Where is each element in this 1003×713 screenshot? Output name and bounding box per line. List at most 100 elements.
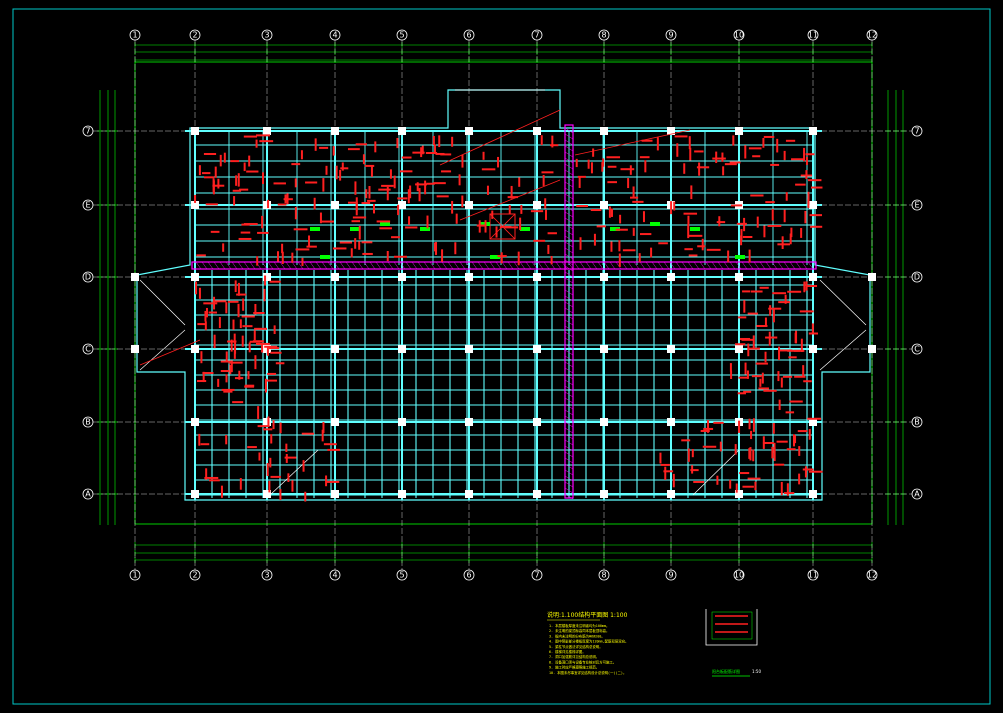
axis-bubble bbox=[911, 125, 923, 137]
column bbox=[465, 201, 473, 209]
axis-bubble bbox=[82, 488, 94, 500]
hatch bbox=[699, 261, 706, 270]
hatch bbox=[387, 261, 394, 270]
column bbox=[600, 418, 608, 426]
axis-bubble bbox=[396, 569, 408, 581]
hatch bbox=[399, 261, 406, 270]
notes-line: 4. 图中阴影部分楼板厚度为120mm,配筋双层双向。 bbox=[549, 639, 628, 644]
axis-bubble-label: 7 bbox=[534, 571, 539, 580]
hatch bbox=[564, 253, 574, 260]
detail-section: 阳台板配筋详图 1:50 bbox=[705, 609, 761, 677]
hatch bbox=[564, 157, 574, 164]
hatch bbox=[597, 261, 604, 270]
hatch bbox=[717, 261, 724, 270]
axis-bubble bbox=[261, 29, 273, 41]
axis-bubble bbox=[463, 29, 475, 41]
hatch bbox=[564, 259, 574, 266]
column bbox=[331, 418, 339, 426]
hatch bbox=[537, 261, 544, 270]
column bbox=[735, 127, 743, 135]
hatch bbox=[564, 373, 574, 380]
column bbox=[331, 345, 339, 353]
hatch bbox=[564, 403, 574, 410]
axis-bubble-label: 8 bbox=[601, 571, 606, 580]
hatch bbox=[564, 427, 574, 434]
hatch bbox=[273, 261, 280, 270]
slab-tag bbox=[350, 227, 360, 231]
hatch bbox=[564, 331, 574, 338]
column bbox=[600, 490, 608, 498]
hatch bbox=[201, 261, 208, 270]
hatch bbox=[564, 169, 574, 176]
hatch bbox=[213, 261, 220, 270]
rebar-leader bbox=[574, 129, 691, 156]
axis-bubble bbox=[82, 343, 94, 355]
hatch bbox=[564, 181, 574, 188]
axis-bubble-label: A bbox=[914, 490, 920, 499]
hatch bbox=[477, 261, 484, 270]
axis-bubble-label: 9 bbox=[668, 31, 673, 40]
hatch bbox=[789, 261, 796, 270]
hatch bbox=[249, 261, 256, 270]
column bbox=[191, 127, 199, 135]
hatch bbox=[564, 481, 574, 488]
column bbox=[667, 490, 675, 498]
hatch bbox=[381, 261, 388, 270]
hatch bbox=[564, 319, 574, 326]
axis-bubble-label: 3 bbox=[264, 571, 269, 580]
column bbox=[809, 127, 817, 135]
hatch bbox=[309, 261, 316, 270]
notes-line: 1. 本层楼板厚度未注明者均为100mm。 bbox=[549, 623, 609, 628]
hatch bbox=[711, 261, 718, 270]
hatch bbox=[564, 277, 574, 284]
notes-line: 2. 未注明的梁顶标高同本层板顶标高。 bbox=[549, 628, 609, 633]
hatch bbox=[564, 349, 574, 356]
slab-tag bbox=[520, 227, 530, 231]
axis-bubble-label: 2 bbox=[192, 31, 197, 40]
hatch bbox=[231, 261, 238, 270]
axis-bubble-label: 9 bbox=[668, 571, 673, 580]
column bbox=[667, 127, 675, 135]
hatch bbox=[465, 261, 472, 270]
column bbox=[667, 273, 675, 281]
axis-bubble-label: 11 bbox=[808, 31, 818, 40]
column bbox=[465, 490, 473, 498]
hatch bbox=[669, 261, 676, 270]
hatch bbox=[483, 261, 490, 270]
hatch bbox=[351, 261, 358, 270]
axis-bubble-label: 8 bbox=[601, 31, 606, 40]
axis-bubble bbox=[598, 29, 610, 41]
hatch bbox=[591, 261, 598, 270]
column bbox=[398, 345, 406, 353]
axis-bubble bbox=[129, 569, 141, 581]
column bbox=[533, 418, 541, 426]
hatch bbox=[315, 261, 322, 270]
slab-tag bbox=[735, 255, 745, 259]
hatch bbox=[291, 261, 298, 270]
hatch bbox=[564, 235, 574, 242]
hatch bbox=[357, 261, 364, 270]
column bbox=[398, 490, 406, 498]
slab-tag bbox=[420, 227, 430, 231]
hatch bbox=[741, 261, 748, 270]
column bbox=[465, 273, 473, 281]
column bbox=[191, 418, 199, 426]
column bbox=[533, 345, 541, 353]
column bbox=[263, 127, 271, 135]
hatch bbox=[564, 463, 574, 470]
stair-diagonal bbox=[819, 279, 867, 326]
rebar-leader bbox=[139, 339, 201, 366]
hatch bbox=[225, 261, 232, 270]
slab-tag bbox=[320, 255, 330, 259]
hatch bbox=[513, 261, 520, 270]
hatch bbox=[564, 469, 574, 476]
hatch bbox=[693, 261, 700, 270]
hatch bbox=[453, 261, 460, 270]
hatch bbox=[765, 261, 772, 270]
hatch bbox=[807, 261, 814, 270]
hatch bbox=[564, 151, 574, 158]
axis-bubble-label: D bbox=[85, 273, 91, 282]
rebar-marks bbox=[139, 109, 823, 502]
hatch bbox=[564, 139, 574, 146]
hatch bbox=[219, 261, 226, 270]
